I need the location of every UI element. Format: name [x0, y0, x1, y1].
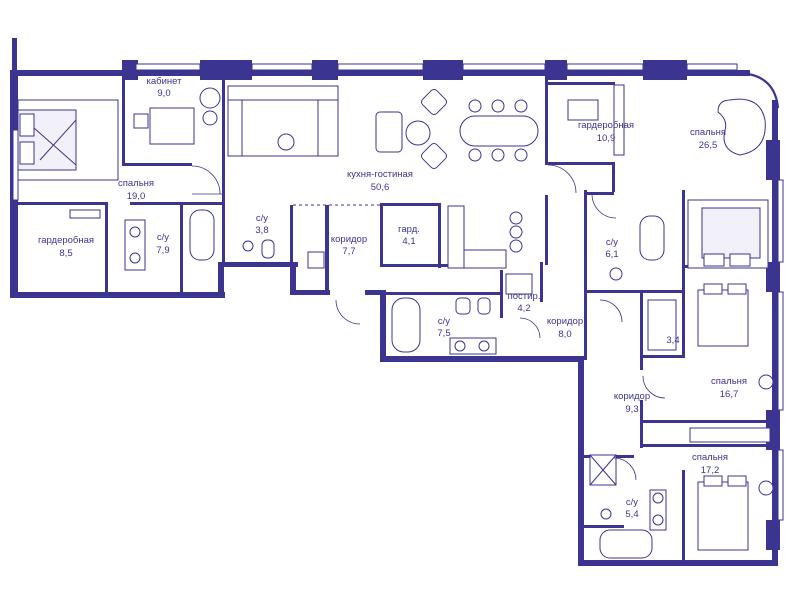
- room-name-bath4: с/у: [606, 237, 618, 248]
- inner-walls: [18, 76, 775, 565]
- room-name-bath1: с/у: [157, 232, 169, 243]
- room-area-wardrobe1: 8,5: [59, 248, 72, 259]
- room-name-postir: постир.: [508, 291, 541, 302]
- room-labels: кабинет 9,0 спальня 19,0 гардеробная 8,5…: [38, 76, 747, 520]
- room-area-postir: 4,2: [517, 303, 530, 314]
- room-area-bedroom4: 17,2: [701, 465, 720, 476]
- room-name-wardrobe2: гардеробная: [578, 120, 634, 131]
- furniture: [17, 84, 774, 559]
- room-name-corridor3: коридор: [614, 391, 650, 402]
- room-name-bath3: с/у: [438, 316, 450, 327]
- room-area-kitchen: 50,6: [371, 182, 390, 193]
- room-name-kitchen: кухня-гостиная: [347, 169, 413, 180]
- room-name-gard: гард.: [398, 224, 420, 235]
- room-area-corridor1: 7,7: [342, 246, 355, 257]
- room-name-wardrobe1: гардеробная: [38, 235, 94, 246]
- room-area-bedroom2: 26,5: [699, 140, 718, 151]
- room-name-bedroom4: спальня: [692, 452, 728, 463]
- room-area-bath1: 7,9: [156, 245, 169, 256]
- room-area-bath3: 7,5: [437, 328, 450, 339]
- room-area-bedroom1: 19,0: [127, 191, 146, 202]
- room-area-storage: 3,4: [666, 335, 679, 346]
- room-area-bath2: 3,8: [255, 225, 268, 236]
- room-area-bath5: 5,4: [625, 509, 638, 520]
- room-area-corridor3: 9,3: [625, 404, 638, 415]
- room-name-bedroom3: спальня: [711, 376, 747, 387]
- room-area-bedroom3: 16,7: [720, 389, 739, 400]
- room-area-gard: 4,1: [402, 236, 415, 247]
- room-area-bath4: 6,1: [605, 249, 618, 260]
- room-area-kabinet: 9,0: [157, 88, 170, 99]
- room-area-wardrobe2: 10,9: [597, 133, 616, 144]
- room-name-bath5: с/у: [626, 497, 638, 508]
- doors: [191, 164, 666, 481]
- room-name-kabinet: кабинет: [147, 76, 183, 87]
- room-name-bedroom2: спальня: [690, 127, 726, 138]
- room-name-corridor2: коридор: [547, 316, 583, 327]
- room-name-bath2: с/у: [256, 213, 268, 224]
- windows: [12, 60, 784, 550]
- room-area-corridor2: 8,0: [558, 329, 571, 340]
- room-name-corridor1: коридор: [331, 234, 367, 245]
- room-name-bedroom1: спальня: [118, 178, 154, 189]
